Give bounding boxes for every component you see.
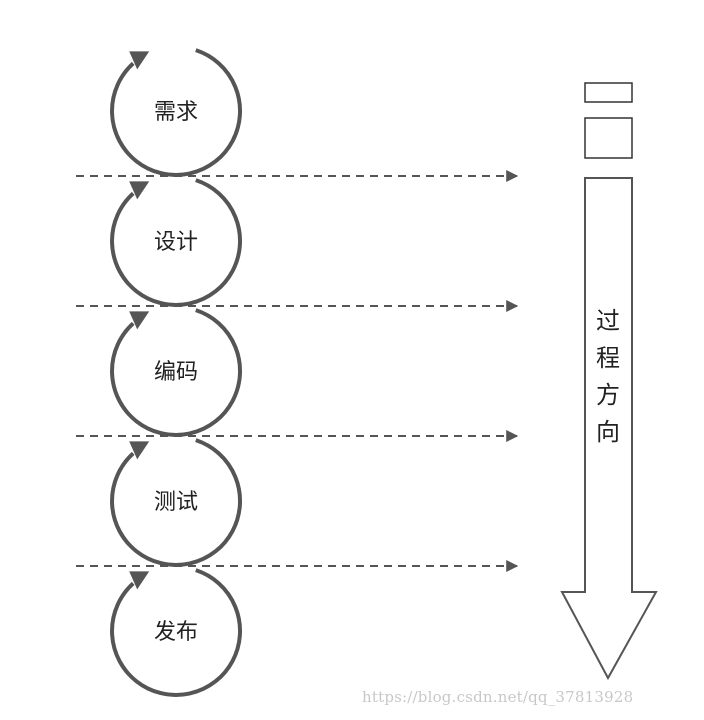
direction-char: 向 — [596, 418, 620, 446]
cycle-arc — [110, 438, 242, 567]
cycle-arrowhead — [129, 311, 150, 330]
cycle-arrowhead — [129, 571, 150, 590]
cycle-arc — [110, 178, 242, 307]
cycle-arc — [110, 308, 242, 437]
legend-box-small — [584, 82, 633, 103]
stage-cycles — [110, 48, 242, 697]
direction-char: 方 — [596, 381, 620, 409]
cycle-arrowhead — [129, 181, 150, 200]
stage-dividers — [76, 170, 519, 572]
cycle-arrowhead — [129, 441, 150, 460]
stage-label: 发布 — [154, 620, 198, 645]
cycle-arc — [110, 568, 242, 697]
cycle-arrowhead — [129, 51, 150, 70]
direction-char: 程 — [596, 344, 620, 372]
legend-box-large — [584, 117, 633, 159]
direction-char: 过 — [596, 307, 620, 335]
process-direction-arrow — [560, 177, 658, 681]
stage-label: 编码 — [154, 360, 198, 385]
stage-label: 设计 — [154, 230, 198, 255]
stage-label: 需求 — [154, 100, 198, 125]
watermark: https://blog.csdn.net/qq_37813928 — [362, 688, 634, 706]
stage-label: 测试 — [154, 490, 198, 515]
cycle-arc — [110, 48, 242, 177]
